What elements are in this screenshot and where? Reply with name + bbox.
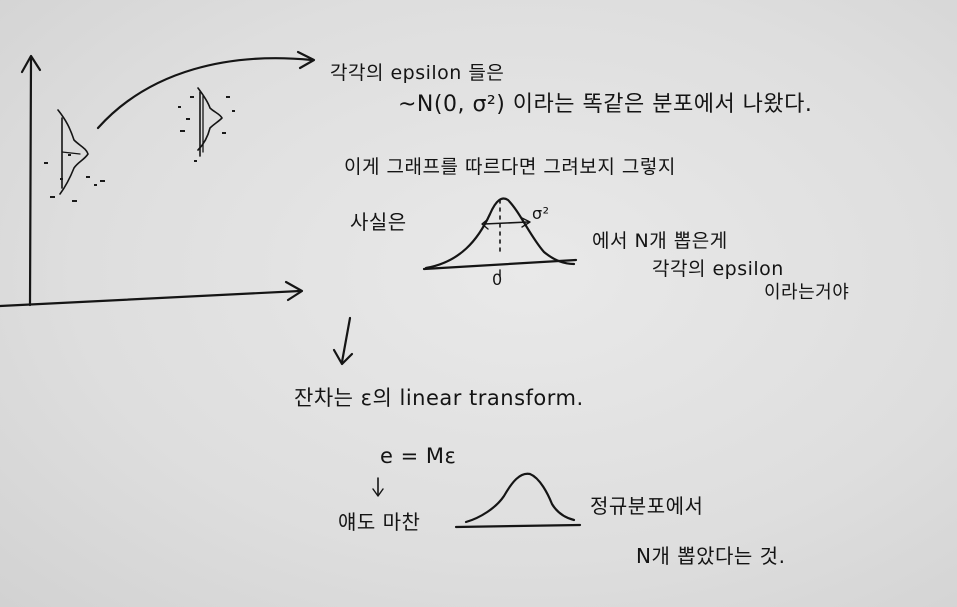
bell-curve-2	[464, 472, 576, 524]
note-line-2: ~N(0, σ²) 이라는 똑같은 분포에서 나왔다.	[398, 92, 813, 117]
x-axis-arrowhead	[284, 280, 304, 302]
baseline-2	[454, 523, 582, 529]
x-axis	[0, 289, 302, 308]
note-line-6: 각각의 epsilon	[652, 258, 784, 280]
sideways-curve-1	[57, 109, 89, 195]
note-line-4: 사실은	[350, 210, 407, 234]
zero-label: 0	[492, 270, 503, 289]
note-line-8: 잔차는 ε의 linear transform.	[294, 386, 584, 410]
note-line-7: 이라는거야	[764, 282, 850, 303]
connector-arrow	[96, 57, 314, 130]
baseline-1	[422, 258, 578, 271]
down-arrow	[340, 316, 352, 364]
note-line-5: 에서 N개 뽑은게	[592, 230, 728, 252]
bell-curve-1	[424, 197, 576, 270]
sigma-label: σ²	[532, 204, 550, 223]
y-axis	[28, 56, 33, 307]
sideways-curve-2	[197, 87, 223, 151]
y-axis-arrowhead	[20, 54, 42, 74]
note-line-1: 각각의 epsilon 들은	[330, 62, 505, 84]
note-line-11: 정규분포에서	[590, 494, 704, 518]
sigma-arrow	[483, 221, 529, 225]
note-line-9: e = Mε	[380, 444, 457, 468]
note-line-10: 얘도 마찬	[338, 510, 421, 534]
note-line-3: 이게 그래프를 따르다면 그려보지 그렇지	[344, 156, 676, 178]
note-line-12: N개 뽑았다는 것.	[636, 544, 786, 568]
